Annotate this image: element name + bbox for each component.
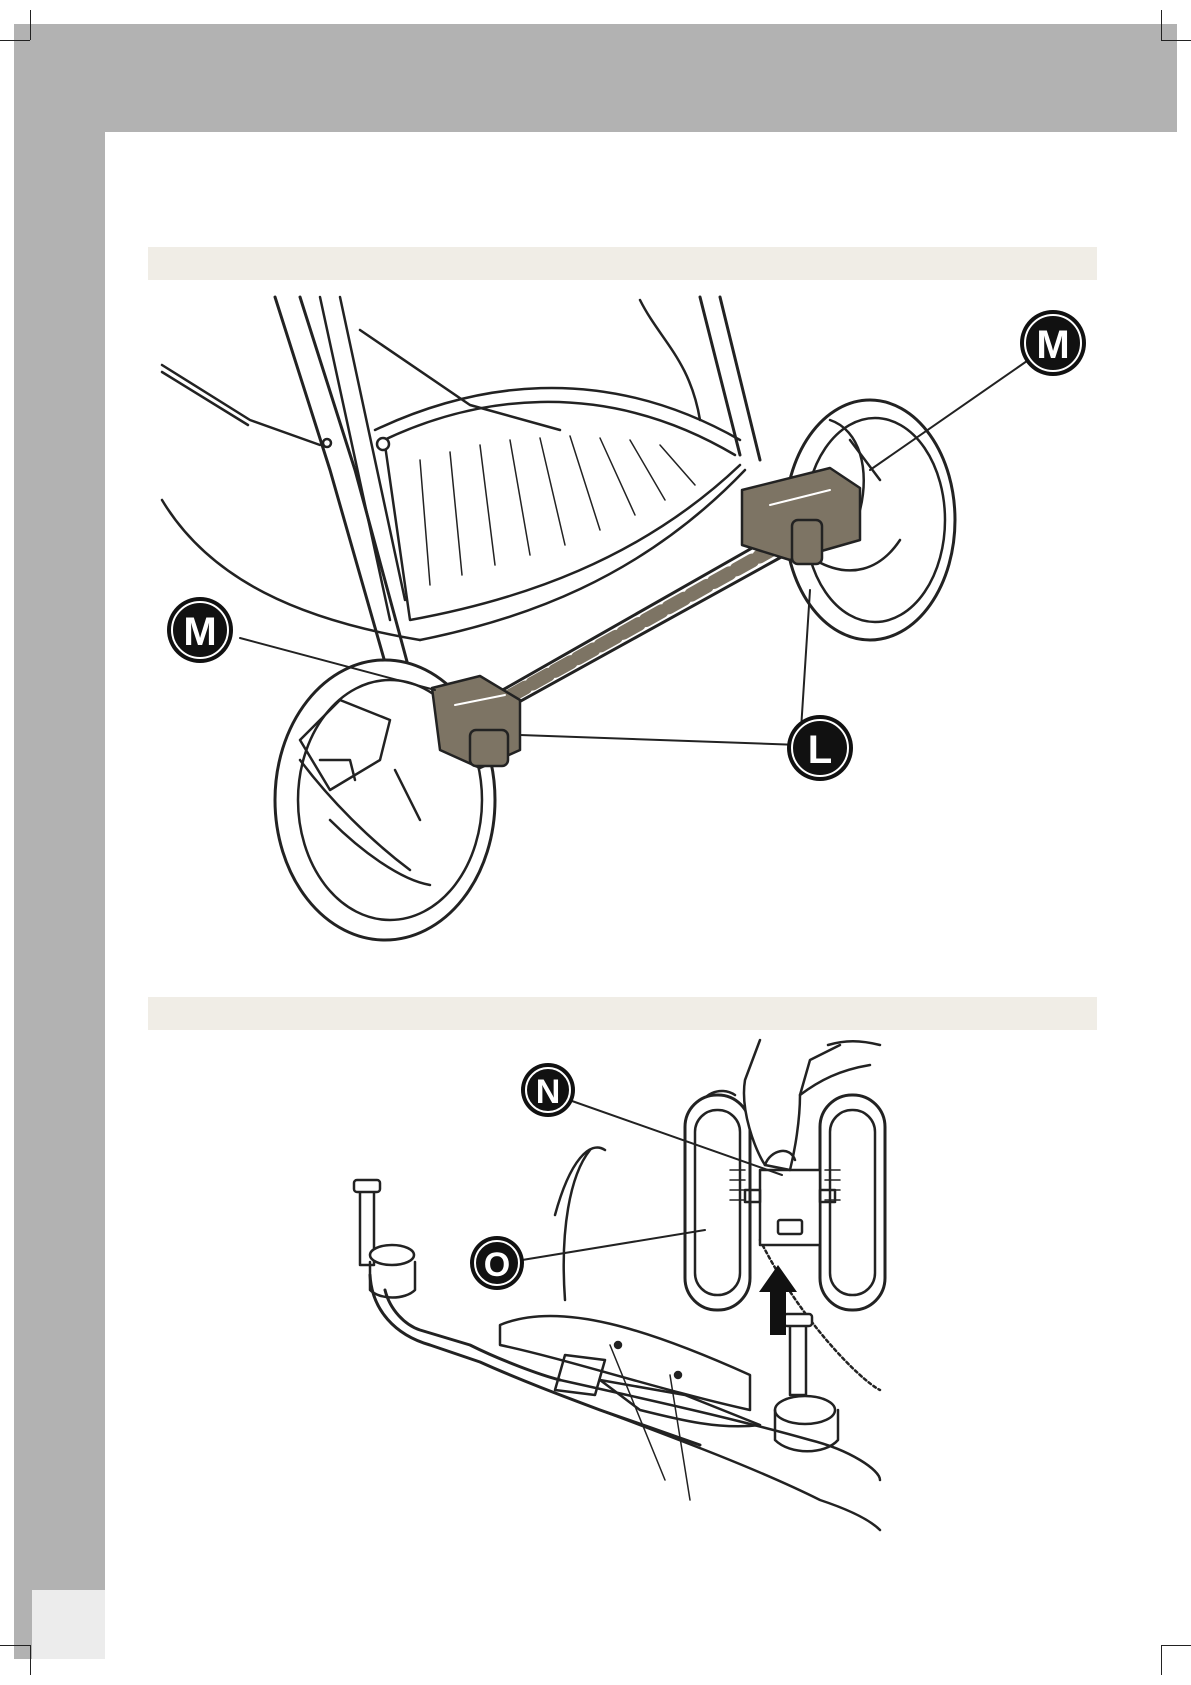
callout-o: O bbox=[470, 1236, 524, 1290]
callout-m-left-label: M bbox=[183, 610, 216, 654]
callout-n: N bbox=[521, 1063, 575, 1117]
callout-m-right-label: M bbox=[1036, 323, 1069, 367]
callout-l-label: L bbox=[808, 728, 832, 772]
figure-1-rear-wheels bbox=[162, 297, 1050, 940]
callout-n-label: N bbox=[536, 1073, 561, 1111]
figure-2-front-wheel bbox=[354, 1040, 885, 1530]
callout-l: L bbox=[787, 715, 853, 781]
callout-m-left: M bbox=[167, 597, 233, 663]
callout-m-right: M bbox=[1020, 310, 1086, 376]
callout-o-label: O bbox=[484, 1246, 510, 1284]
